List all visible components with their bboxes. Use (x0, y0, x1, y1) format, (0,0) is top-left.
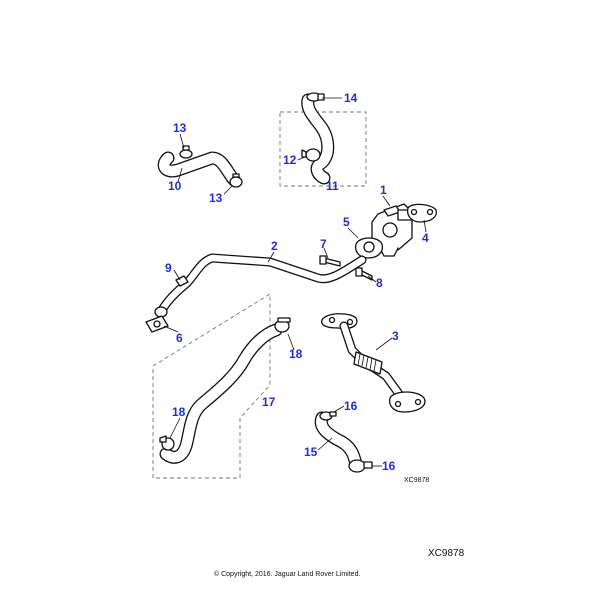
hose-15 (314, 411, 363, 471)
callout-7: 7 (320, 237, 327, 251)
callout-11: 11 (326, 179, 339, 193)
leader-18a (287, 333, 295, 351)
bolt-8 (355, 267, 373, 281)
copyright-text: © Copyright, 2016. Jaguar Land Rover Lim… (214, 570, 360, 578)
leader-12 (297, 155, 308, 161)
egr-valve-1 (371, 203, 413, 257)
callout-2: 2 (271, 239, 278, 253)
callout-9: 9 (165, 261, 172, 275)
clamp-13-upper (179, 145, 193, 159)
callout-1: 1 (380, 183, 387, 197)
leader-3 (375, 337, 393, 351)
leader-18b (169, 417, 181, 439)
callout-13-lower: 13 (209, 191, 223, 205)
gasket-4 (406, 203, 438, 223)
hose-10 (157, 151, 241, 187)
clamp-16-upper (319, 411, 337, 421)
callout-5: 5 (343, 215, 350, 229)
clamp-13-lower (229, 173, 243, 188)
leader-1 (382, 195, 391, 207)
leader-8 (367, 275, 377, 283)
gasket-6 (145, 315, 169, 333)
clamp-18-lower (159, 435, 175, 451)
callout-15: 15 (304, 445, 318, 459)
bolt-7 (319, 255, 341, 267)
reference-code-small: XC9878 (404, 477, 429, 484)
leader-7 (323, 247, 329, 259)
pipe-2 (154, 253, 367, 318)
leader-13a (179, 133, 185, 149)
group-box-11 (279, 111, 367, 187)
callout-18-lower: 18 (172, 405, 186, 419)
callout-17: 17 (262, 395, 276, 409)
leader-15 (317, 437, 333, 451)
leader-9 (173, 269, 181, 281)
leader-2 (267, 251, 275, 263)
hose-17 (159, 323, 283, 464)
clamp-12 (301, 148, 321, 162)
leader-5 (347, 227, 359, 239)
callout-4: 4 (422, 231, 429, 245)
gasket-5 (354, 237, 384, 259)
callout-13-upper: 13 (173, 121, 187, 135)
hose-11 (301, 93, 335, 185)
callout-16-lower: 16 (382, 459, 396, 473)
clamp-14 (306, 92, 325, 102)
callout-6: 6 (176, 331, 183, 345)
leader-4 (423, 219, 427, 233)
leader-16a (333, 405, 345, 413)
callout-18-upper: 18 (289, 347, 303, 361)
callout-10: 10 (168, 179, 182, 193)
callout-3: 3 (392, 329, 399, 343)
reference-code-large: XC9878 (428, 548, 465, 559)
leader-6 (163, 325, 179, 333)
callout-16-upper: 16 (344, 399, 358, 413)
callout-12: 12 (283, 153, 297, 167)
clamp-16-lower (348, 459, 373, 473)
pipe-3 (321, 313, 426, 413)
callout-14: 14 (344, 91, 358, 105)
callout-8: 8 (376, 276, 383, 290)
leader-10 (177, 167, 183, 183)
leader-13b (223, 185, 233, 195)
clamp-18-upper (274, 317, 291, 333)
